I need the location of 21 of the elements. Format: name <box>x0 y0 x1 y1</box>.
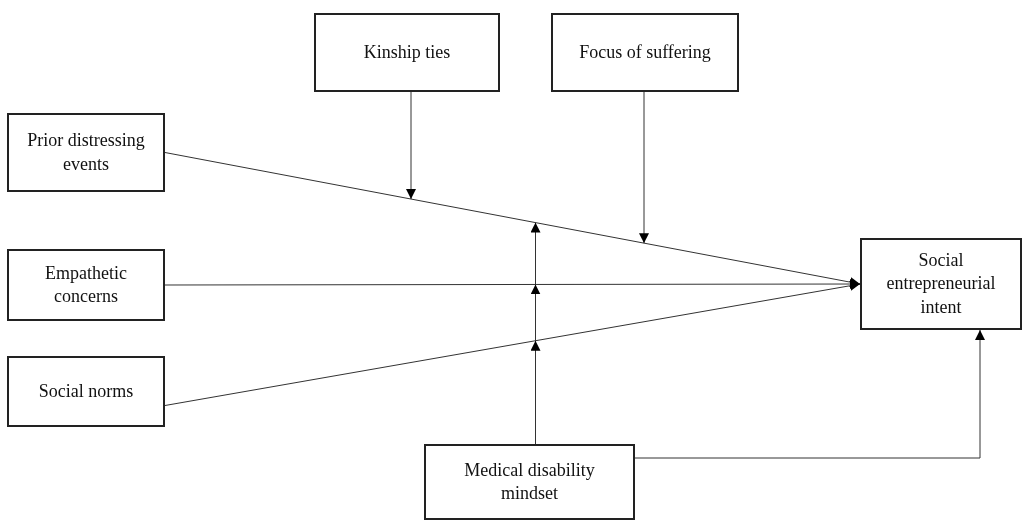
variable-box <box>551 13 739 92</box>
variable-box <box>860 238 1022 330</box>
variable-label: Prior distressing events <box>26 129 146 176</box>
arrow <box>164 279 861 289</box>
variable-box <box>7 249 165 321</box>
variable-label: Social entrepreneurial intent <box>885 248 997 319</box>
arrow <box>406 91 416 200</box>
arrow <box>639 91 649 244</box>
variable-box <box>314 13 500 92</box>
variable-box <box>7 356 165 427</box>
variable-box <box>424 444 635 520</box>
variable-box <box>7 113 165 192</box>
arrow <box>164 280 861 406</box>
variable-label: Medical disability mindset <box>463 458 596 505</box>
arrow <box>164 152 861 288</box>
arrow <box>530 340 541 445</box>
variable-label: Focus of suffering <box>579 40 711 64</box>
variable-label: Social norms <box>38 379 134 403</box>
variable-label: Kinship ties <box>363 40 451 64</box>
variable-label: Empathetic concerns <box>44 261 128 308</box>
arrow <box>634 329 985 459</box>
